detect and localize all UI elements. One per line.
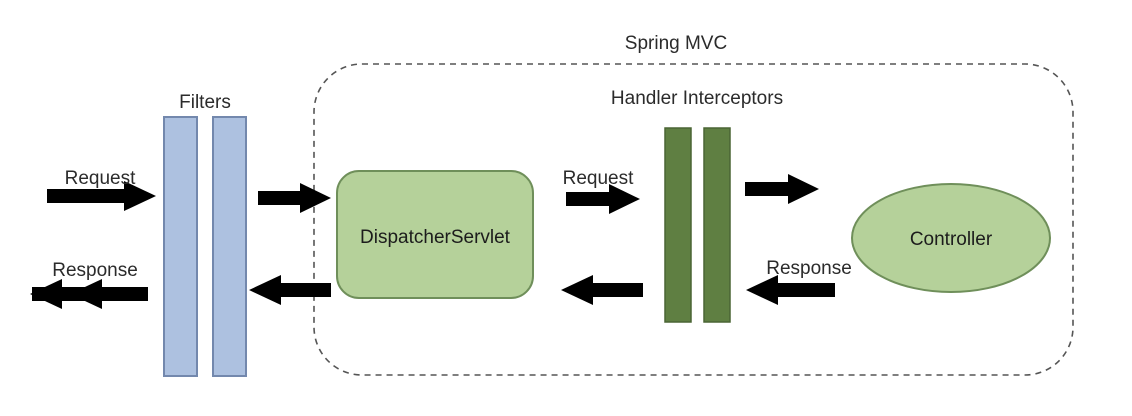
spring-mvc-label: Spring MVC xyxy=(625,33,727,54)
response-left-label: Response xyxy=(52,260,138,281)
arrow-response-out xyxy=(30,279,148,309)
arrow-dispatcher-to-filters xyxy=(249,275,331,305)
arrow-interceptors-to-controller xyxy=(745,174,819,204)
filters-group xyxy=(163,116,247,377)
filters-label: Filters xyxy=(179,92,231,113)
spring-mvc-boundary xyxy=(313,63,1074,376)
response-right-label: Response xyxy=(766,258,852,279)
arrow-dispatcher-to-interceptors xyxy=(566,184,640,214)
arrow-interceptors-to-dispatcher xyxy=(561,275,643,305)
arrow-filters-to-dispatcher xyxy=(258,183,331,213)
interceptor-bar-2 xyxy=(703,127,731,323)
interceptor-bar-1 xyxy=(664,127,692,323)
controller-label: Controller xyxy=(910,229,993,250)
dispatcher-servlet-node xyxy=(336,170,534,299)
filter-bar-1 xyxy=(163,116,198,377)
filter-bar-2 xyxy=(212,116,247,377)
dispatcher-servlet-label: DispatcherServlet xyxy=(360,227,511,248)
controller-node xyxy=(851,183,1051,293)
request-left-label: Request xyxy=(65,168,136,189)
arrow-request-in xyxy=(47,181,156,211)
handler-interceptors-label: Handler Interceptors xyxy=(611,88,783,109)
handler-interceptors-group xyxy=(664,127,731,323)
request-mid-label: Request xyxy=(563,168,634,189)
arrow-controller-to-interceptors xyxy=(746,275,835,305)
